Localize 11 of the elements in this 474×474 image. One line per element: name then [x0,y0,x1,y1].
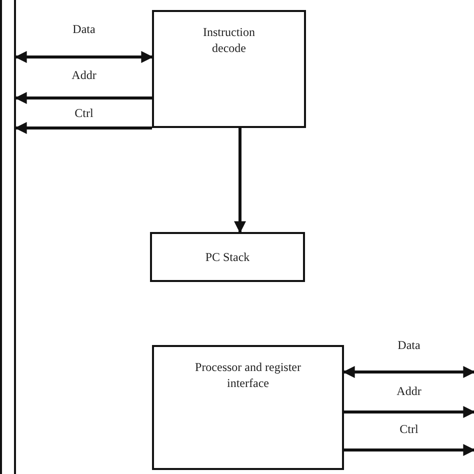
arrow [344,444,474,456]
arrow [342,366,474,378]
arrow [14,122,152,134]
arrow [234,128,246,234]
arrow [14,92,152,104]
arrow [14,51,154,63]
arrow [344,406,474,418]
memory-bar [0,0,16,474]
process-box: PC Stack [150,232,305,282]
process-box: Processor and register interface [152,345,344,470]
process-box: Instruction decode [152,10,306,128]
